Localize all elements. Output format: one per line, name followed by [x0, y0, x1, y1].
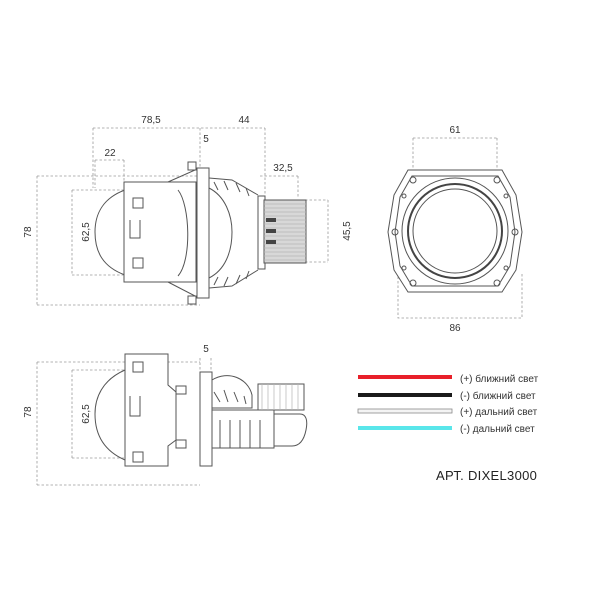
- lens-ring: [407, 183, 503, 279]
- front-view: 78,5 44 5 22 32,5 78 62,5 45,5: [23, 115, 353, 306]
- screw-hole: [503, 193, 509, 199]
- reflector-dome: [208, 187, 233, 279]
- screw-hole: [493, 176, 501, 184]
- top-tab: [187, 161, 197, 171]
- wire-swatch-positive-high: [357, 408, 453, 414]
- bottom-tab: [187, 295, 197, 305]
- wire-swatch-negative-high: [358, 426, 452, 430]
- wire-swatch-negative-low: [358, 393, 452, 397]
- dim-flange: 5: [203, 134, 209, 145]
- dim-lens-offset: 22: [104, 148, 116, 159]
- screw-hole: [401, 265, 407, 271]
- side-reflector: [211, 375, 253, 409]
- side-height-guide: [36, 361, 200, 486]
- side-tab: [175, 385, 187, 395]
- lens-housing: [123, 181, 197, 283]
- dim-width: 86: [449, 323, 461, 334]
- mount-hole: [132, 361, 144, 373]
- mount-bracket: [129, 396, 141, 417]
- pin: [266, 240, 276, 244]
- side-heatsink-fins: [219, 420, 261, 448]
- dim-height: 78: [23, 226, 34, 238]
- dim-lens-diameter: 62,5: [81, 222, 92, 242]
- width-guide: [397, 272, 523, 319]
- side-lens-dome: [94, 369, 126, 461]
- dim-side-flange: 5: [203, 344, 209, 355]
- side-connector-ribs: [261, 384, 299, 410]
- side-tab: [175, 439, 187, 449]
- dim-side-height: 78: [23, 406, 34, 418]
- lens-dome: [94, 189, 126, 276]
- mount-hole: [132, 197, 144, 209]
- face-view: 61 86: [387, 125, 523, 334]
- legend-label-positive-low: (+) ближний свет: [460, 373, 539, 385]
- projector-module: [94, 161, 307, 305]
- screw-hole: [493, 279, 501, 287]
- legend-label-positive-high: (+) дальний свет: [460, 407, 538, 418]
- wire-legend: (+) ближний свет (-) ближний свет (+) да…: [357, 373, 539, 435]
- dim-side-lens-diameter: 62,5: [81, 404, 92, 424]
- side-mount-flange: [199, 371, 213, 467]
- screw-hole: [409, 279, 417, 287]
- side-connector: [257, 383, 305, 411]
- dim-total-length: 78,5: [141, 115, 161, 126]
- mount-flange: [196, 167, 210, 299]
- screw-hole: [511, 228, 519, 236]
- connector-ribs: [264, 203, 306, 261]
- side-view: 5 78 62,5: [23, 344, 308, 486]
- lens-glass: [412, 188, 498, 274]
- article-number: АРТ. DIXEL3000: [436, 468, 537, 483]
- side-heatsink: [211, 409, 275, 449]
- side-cable-boot: [274, 413, 308, 447]
- heatsink-outline: [208, 177, 259, 289]
- side-lens-guide: [71, 369, 125, 459]
- mount-hole: [132, 451, 144, 463]
- screw-hole: [503, 265, 509, 271]
- front-view-dimension-lines: [36, 127, 329, 306]
- bezel-outer: [401, 177, 509, 285]
- dim-hole-spacing: 61: [449, 125, 461, 136]
- mount-hole: [132, 257, 144, 269]
- heatsink-fins: [213, 180, 250, 287]
- side-reflector-ribs: [213, 389, 247, 405]
- dim-connector-length: 32,5: [273, 163, 293, 174]
- screw-hole: [401, 193, 407, 199]
- legend-label-negative-high: (-) дальний свет: [460, 424, 535, 435]
- mount-bracket: [129, 220, 141, 239]
- screw-hole: [409, 176, 417, 184]
- wire-swatch-positive-low: [358, 375, 452, 379]
- legend-label-negative-low: (-) ближний свет: [460, 390, 536, 402]
- screw-hole: [391, 228, 399, 236]
- pin: [266, 229, 276, 233]
- pin: [266, 218, 276, 222]
- dim-rear-length: 44: [238, 115, 250, 126]
- dim-rear-height: 45,5: [342, 221, 353, 241]
- lens-curve: [177, 189, 189, 277]
